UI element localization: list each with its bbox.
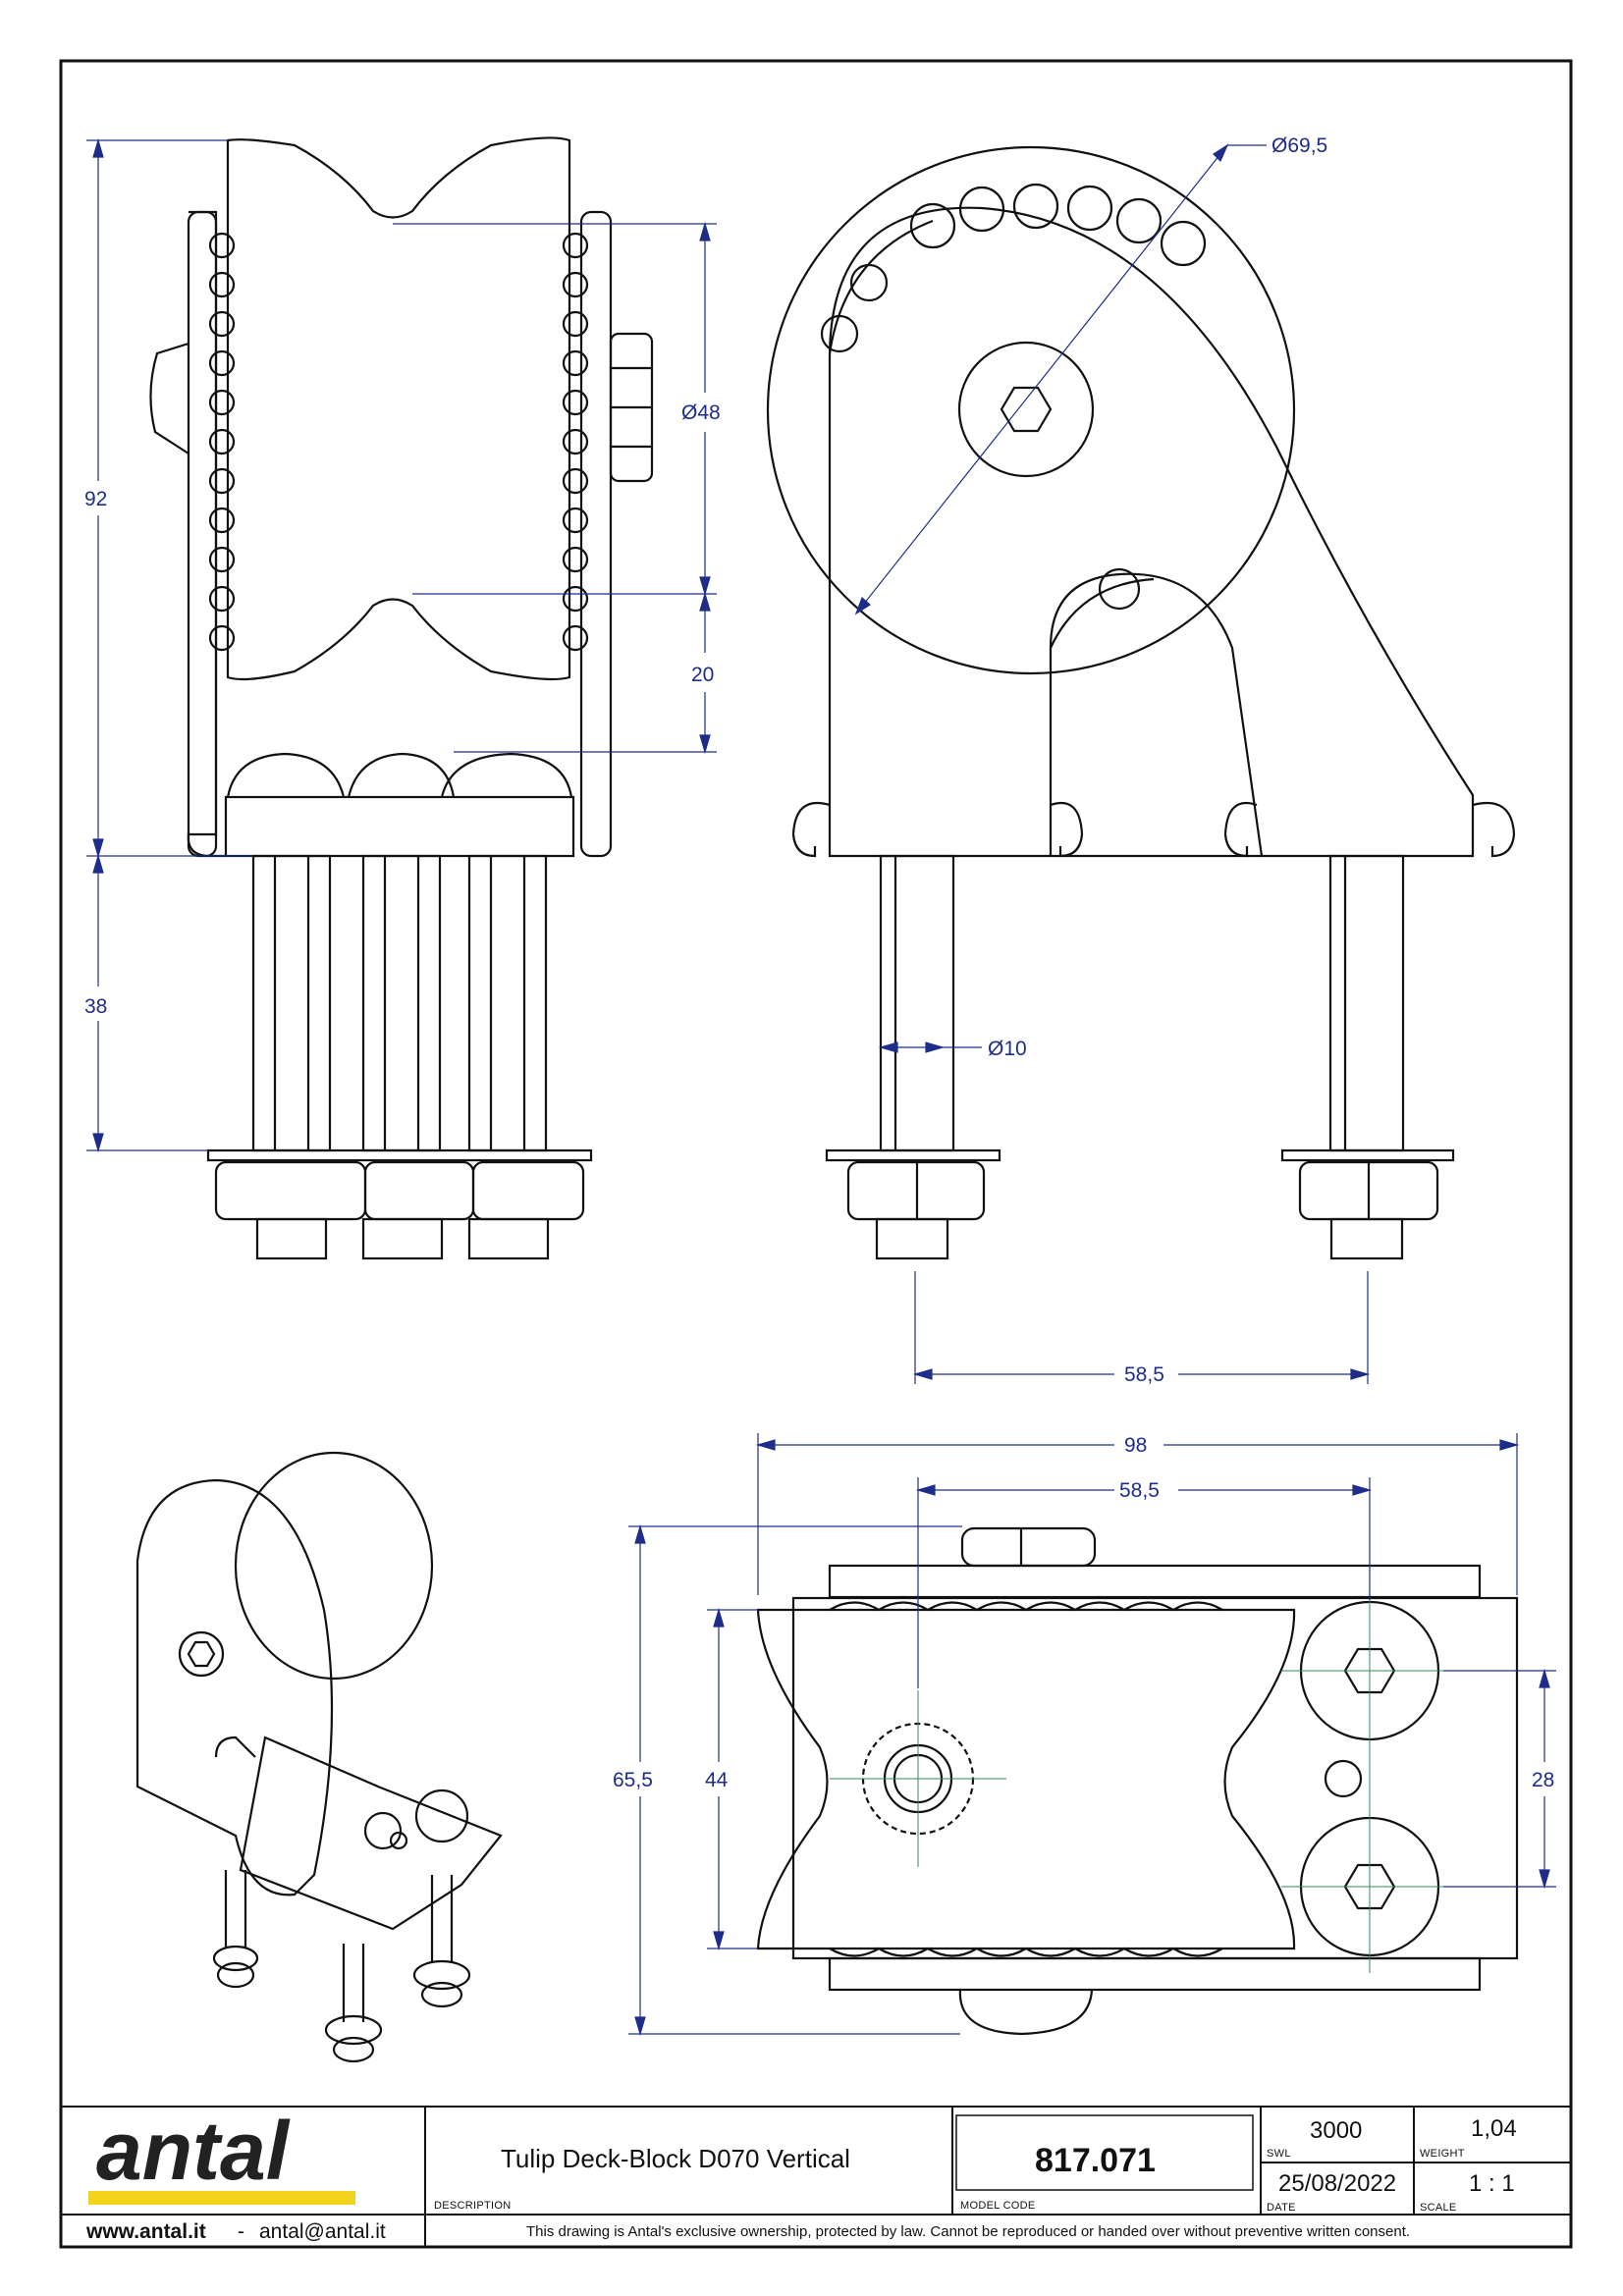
contact-separator: - xyxy=(238,2220,244,2243)
model-code-value: 817.071 xyxy=(1035,2142,1156,2179)
dim-sheave-diameter: Ø48 xyxy=(681,401,721,424)
top-view-centerlines xyxy=(830,1585,1458,1973)
date-label: DATE xyxy=(1267,2202,1296,2214)
sheet-border xyxy=(59,59,1573,2249)
dim-outer-diameter: Ø69,5 xyxy=(1271,134,1327,157)
hex-socket-side xyxy=(1000,386,1053,433)
nuts-front xyxy=(214,1160,585,1260)
dim-pin-length: 38 xyxy=(84,995,107,1018)
axle-cap-left xyxy=(149,342,189,454)
tulip-body xyxy=(828,206,1475,858)
website-link[interactable]: www.antal.it xyxy=(85,2220,206,2243)
dim-sheave-width: 44 xyxy=(705,1769,729,1791)
front-view xyxy=(149,136,654,1260)
axle-head-side xyxy=(957,341,1095,478)
sheave-top xyxy=(756,1608,1296,1950)
dim-groove-offset: 20 xyxy=(691,664,714,686)
description-label: DESCRIPTION xyxy=(434,2200,511,2212)
weight-label: WEIGHT xyxy=(1420,2148,1465,2160)
ownership-disclaimer: This drawing is Antal's exclusive owners… xyxy=(526,2223,1410,2240)
bearing-balls-left xyxy=(208,232,236,652)
bolts-front xyxy=(251,854,548,1152)
scale-label: SCALE xyxy=(1420,2202,1457,2214)
dim-overall-width: 65,5 xyxy=(613,1769,653,1791)
top-view-dimensions xyxy=(628,1433,1556,2037)
email-link[interactable]: antal@antal.it xyxy=(259,2220,386,2243)
axle-nut-right xyxy=(609,332,654,483)
title-block xyxy=(61,2106,1571,2247)
model-code-label: MODEL CODE xyxy=(960,2200,1036,2212)
top-view-base xyxy=(791,1596,1519,1960)
isometric-view xyxy=(135,1451,503,2063)
sheave-front xyxy=(226,136,571,681)
swl-label: SWL xyxy=(1267,2148,1291,2160)
sheave-outer-circle xyxy=(766,145,1296,675)
iso-tulip-body xyxy=(135,1478,334,1896)
dim-overall-length: 98 xyxy=(1124,1434,1147,1457)
bearing-balls-right xyxy=(562,232,589,652)
tulip-arch xyxy=(1049,572,1264,857)
side-view xyxy=(766,145,1516,1260)
dim-total-height: 92 xyxy=(84,488,107,510)
front-view-dimensions xyxy=(86,137,717,1153)
brand-logo: antal xyxy=(96,2105,291,2197)
description-value: Tulip Deck-Block D070 Vertical xyxy=(501,2144,850,2173)
swl-value: 3000 xyxy=(1310,2117,1362,2144)
weight-value: 1,04 xyxy=(1471,2115,1517,2142)
dim-hole-spacing: 28 xyxy=(1532,1769,1554,1791)
date-value: 25/08/2022 xyxy=(1278,2170,1396,2197)
scale-value: 1 : 1 xyxy=(1469,2170,1515,2197)
top-view xyxy=(756,1526,1519,2036)
base-block-front xyxy=(224,795,575,858)
washer-front xyxy=(206,1148,593,1162)
dim-bolt-spacing-side: 58,5 xyxy=(1124,1363,1164,1386)
dim-bolt-spacing-top: 58,5 xyxy=(1119,1479,1160,1502)
side-view-dimensions xyxy=(854,143,1371,1384)
brand-bar xyxy=(88,2191,355,2205)
dim-bolt-diameter: Ø10 xyxy=(988,1038,1027,1060)
